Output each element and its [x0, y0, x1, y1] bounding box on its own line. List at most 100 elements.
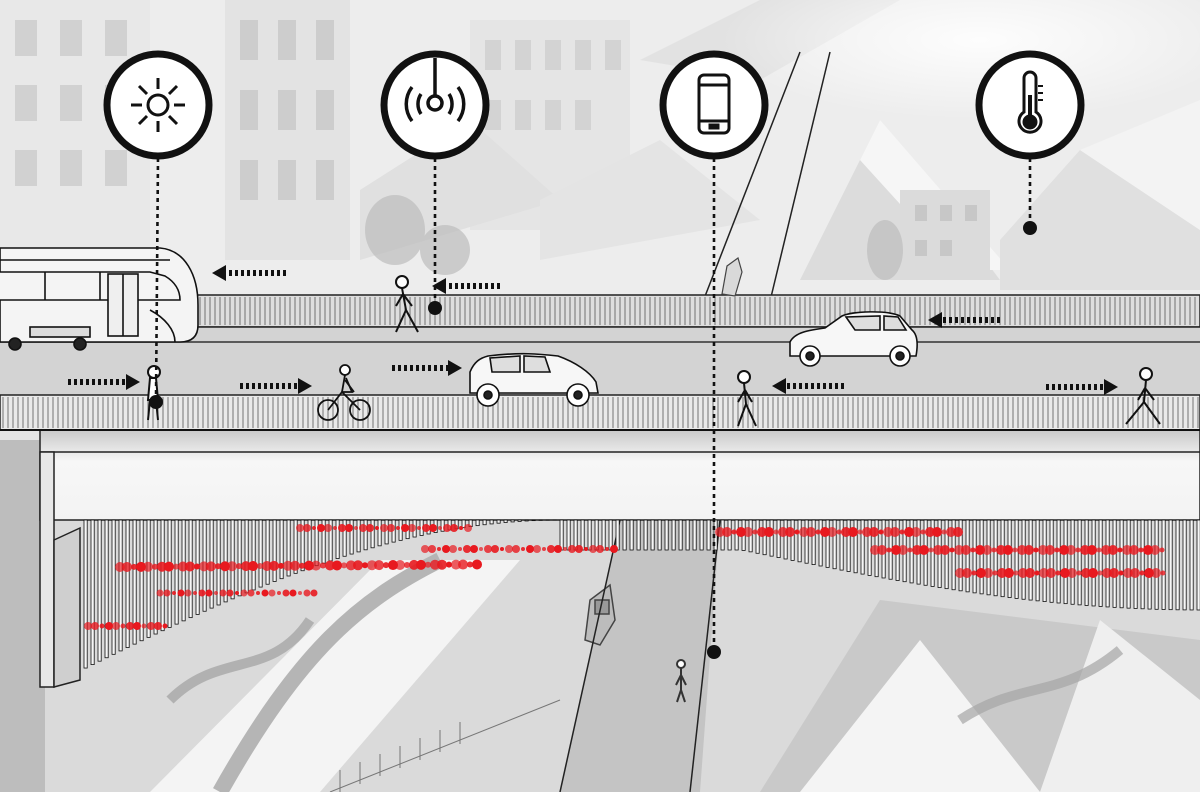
lower-ground [0, 440, 1200, 792]
led-dot [920, 529, 926, 535]
led-dot [836, 529, 842, 535]
led-dot [997, 568, 1007, 578]
led-dot [1046, 568, 1056, 578]
light-slat [300, 519, 305, 572]
light-slat [1042, 519, 1047, 602]
sensor-temperature [975, 50, 1085, 160]
led-dot [261, 589, 269, 597]
light-slat [1098, 519, 1103, 607]
leader-light [154, 157, 160, 399]
led-dot [458, 547, 462, 551]
light-slat [132, 519, 137, 645]
light-slat [279, 519, 284, 580]
led-dot [303, 524, 311, 532]
led-dot [459, 526, 463, 530]
led-dot [472, 559, 482, 570]
led-dot [84, 622, 92, 630]
led-dot [446, 561, 452, 568]
road-surface [0, 327, 1200, 395]
led-dot [464, 524, 472, 532]
led-dot [470, 545, 478, 553]
led-dot [1013, 570, 1019, 576]
led-dot [220, 561, 230, 572]
led-dot [332, 560, 342, 571]
light-slat [853, 519, 858, 574]
led-dot [820, 527, 830, 537]
light-slat [503, 519, 508, 523]
arrow-head [772, 378, 786, 394]
led-dot [408, 524, 416, 532]
led-dot [773, 529, 779, 535]
cable-line [764, 51, 831, 323]
led-dot [1018, 568, 1028, 578]
led-dot [975, 545, 985, 555]
led-dot [500, 547, 504, 551]
light-slat [573, 519, 578, 551]
led-dot [409, 559, 419, 570]
led-dot [886, 547, 892, 553]
led-dot [785, 527, 795, 537]
led-dot [912, 545, 922, 555]
led-dot [1059, 545, 1069, 555]
led-dot [743, 527, 753, 537]
led-dot [512, 545, 520, 553]
led-dot [91, 622, 99, 630]
led-dot [757, 527, 767, 537]
sensor-sound [380, 50, 490, 160]
led-dot [589, 545, 597, 553]
light-slat [699, 519, 704, 551]
car-far-lane [789, 311, 918, 367]
led-dot [961, 545, 971, 555]
light-slat [965, 519, 970, 593]
light-slat [384, 519, 389, 545]
light-slat [223, 519, 228, 603]
bridge-deck [39, 429, 1200, 521]
led-dot [333, 526, 337, 530]
light-slat [860, 519, 865, 575]
car-under-bridge [584, 583, 616, 646]
light-slat [482, 519, 487, 526]
light-slat [678, 519, 683, 551]
led-dot [484, 545, 492, 553]
led-dot [467, 561, 473, 568]
light-slat [118, 519, 123, 652]
led-dot [736, 527, 746, 537]
light-slat [293, 519, 298, 574]
light-slat [783, 519, 788, 560]
near-railing-bars [2, 397, 1199, 428]
led-dot [312, 526, 316, 530]
light-slat [692, 519, 697, 551]
light-slat [272, 519, 277, 582]
led-dot [443, 524, 451, 532]
light-slat [1070, 519, 1075, 605]
light-slat [475, 519, 480, 527]
led-dot [147, 622, 155, 630]
led-dot [1088, 568, 1098, 578]
led-dot [290, 560, 300, 571]
led-dot [928, 547, 934, 553]
led-dot [325, 560, 335, 571]
led-dot [346, 560, 356, 571]
light-slat [139, 519, 144, 642]
led-dot [1143, 545, 1153, 555]
led-dot [526, 545, 534, 553]
led-dot [277, 591, 281, 595]
light-slat [1196, 519, 1200, 611]
led-dot [262, 560, 272, 571]
light-slat [1000, 519, 1005, 598]
near-railing [0, 394, 1200, 431]
led-dot [1076, 570, 1082, 576]
led-dot [596, 545, 604, 553]
light-slat [1077, 519, 1082, 606]
led-dot [219, 589, 227, 597]
far-railing [194, 294, 1200, 328]
led-dot [375, 526, 379, 530]
led-dot [299, 562, 305, 569]
light-slat [832, 519, 837, 570]
light-slat [839, 519, 844, 571]
light-slat [1154, 519, 1159, 610]
led-dot [247, 589, 255, 597]
led-dot [112, 622, 120, 630]
led-dot [115, 562, 125, 572]
